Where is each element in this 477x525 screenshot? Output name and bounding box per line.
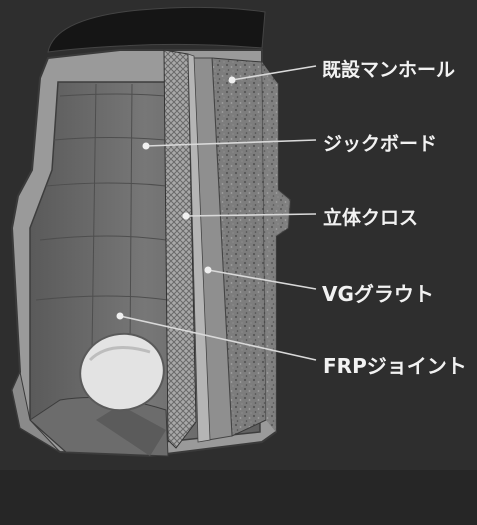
- interior-panel-lines: [35, 83, 169, 351]
- label-vg-grout: VGグラウト: [322, 282, 434, 306]
- label-frp-joint: FRPジョイント: [323, 354, 467, 378]
- 3d-cloth-layer: [163, 49, 197, 449]
- manhole-lid: [47, 6, 266, 53]
- label-zick-board: ジックボード: [323, 133, 438, 155]
- label-existing-manhole: 既設マンホール: [322, 59, 456, 81]
- label-3d-cloth: 立体クロス: [323, 207, 419, 229]
- inner-lining: [187, 53, 211, 443]
- leader-dots: [116, 76, 236, 320]
- leader-lines: [119, 65, 317, 361]
